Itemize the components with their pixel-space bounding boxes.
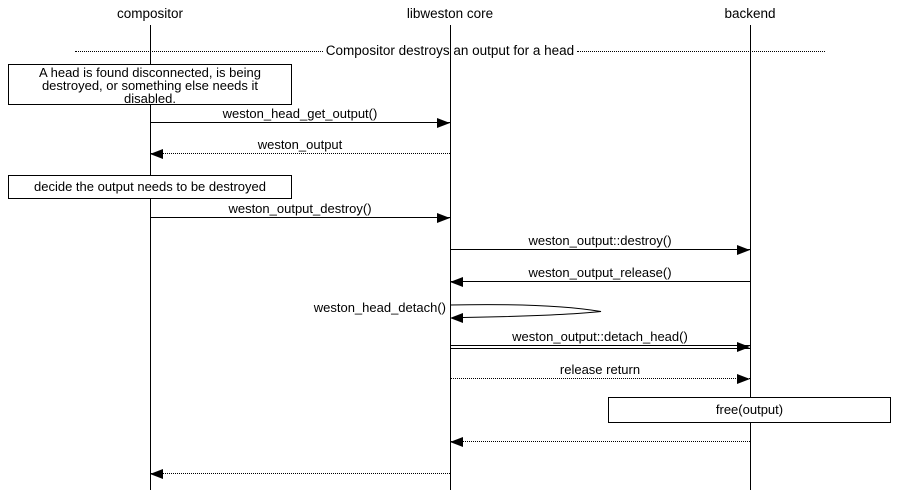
message-arrow-weston-output-detach-head: [450, 342, 750, 352]
note-decide-destroy: decide the output needs to be destroyed: [8, 175, 292, 199]
lifeline-libweston-core: [450, 25, 451, 490]
divider-title: Compositor destroys an output for a head: [325, 43, 575, 58]
message-arrow-return-to-compositor: [150, 469, 450, 479]
message-arrow-weston-output: [150, 149, 450, 159]
note-line: destroyed, or something else needs it: [41, 78, 259, 93]
message-label-weston-output-detach-head: weston_output::detach_head(): [512, 329, 688, 344]
arrowhead-left-icon: [450, 277, 463, 287]
message-arrow-weston-output-destroy-vfunc: [450, 245, 750, 255]
message-label-weston-output-destroy-vfunc: weston_output::destroy(): [528, 233, 672, 248]
message-label-weston-head-detach: weston_head_detach(): [313, 300, 446, 315]
note-head-disconnected: A head is found disconnected, is being d…: [8, 64, 292, 105]
divider: Compositor destroys an output for a head: [75, 44, 825, 58]
arrowhead-right-icon: [437, 118, 450, 128]
actor-label-libweston-core: libweston core: [406, 6, 494, 21]
actor-label-backend: backend: [724, 6, 776, 21]
actor-label-compositor: compositor: [116, 6, 184, 21]
message-label-weston-output-release: weston_output_release(): [528, 265, 672, 280]
note-line: A head is found disconnected, is being: [39, 65, 261, 80]
lifeline-backend: [750, 25, 751, 490]
arrowhead-left-icon: [150, 149, 163, 159]
message-arrow-return-to-core: [450, 437, 750, 447]
lifeline-compositor: [150, 25, 151, 490]
arrowhead-right-icon: [737, 374, 750, 384]
message-label-release-return: release return: [559, 362, 641, 377]
message-arrow-weston-head-get-output: [150, 118, 450, 128]
note-free-output: free(output): [608, 397, 891, 423]
arrowhead-right-icon: [737, 342, 750, 352]
message-label-weston-head-get-output: weston_head_get_output(): [222, 106, 378, 121]
arrowhead-left-icon: [150, 469, 163, 479]
message-arrow-weston-output-destroy: [150, 213, 450, 223]
self-message-loop: [450, 304, 602, 323]
message-label-weston-output-destroy: weston_output_destroy(): [228, 201, 372, 216]
message-label-weston-output: weston_output: [257, 137, 343, 152]
arrowhead-right-icon: [737, 245, 750, 255]
arrowhead-left-icon: [450, 437, 463, 447]
message-arrow-release-return: [450, 374, 750, 384]
arrowhead-left-icon: [450, 313, 463, 323]
message-arrow-weston-output-release: [450, 277, 750, 287]
note-line: disabled.: [123, 91, 177, 106]
divider-dotted-line-left: [75, 50, 323, 52]
arrowhead-right-icon: [437, 213, 450, 223]
divider-dotted-line-right: [577, 50, 825, 52]
